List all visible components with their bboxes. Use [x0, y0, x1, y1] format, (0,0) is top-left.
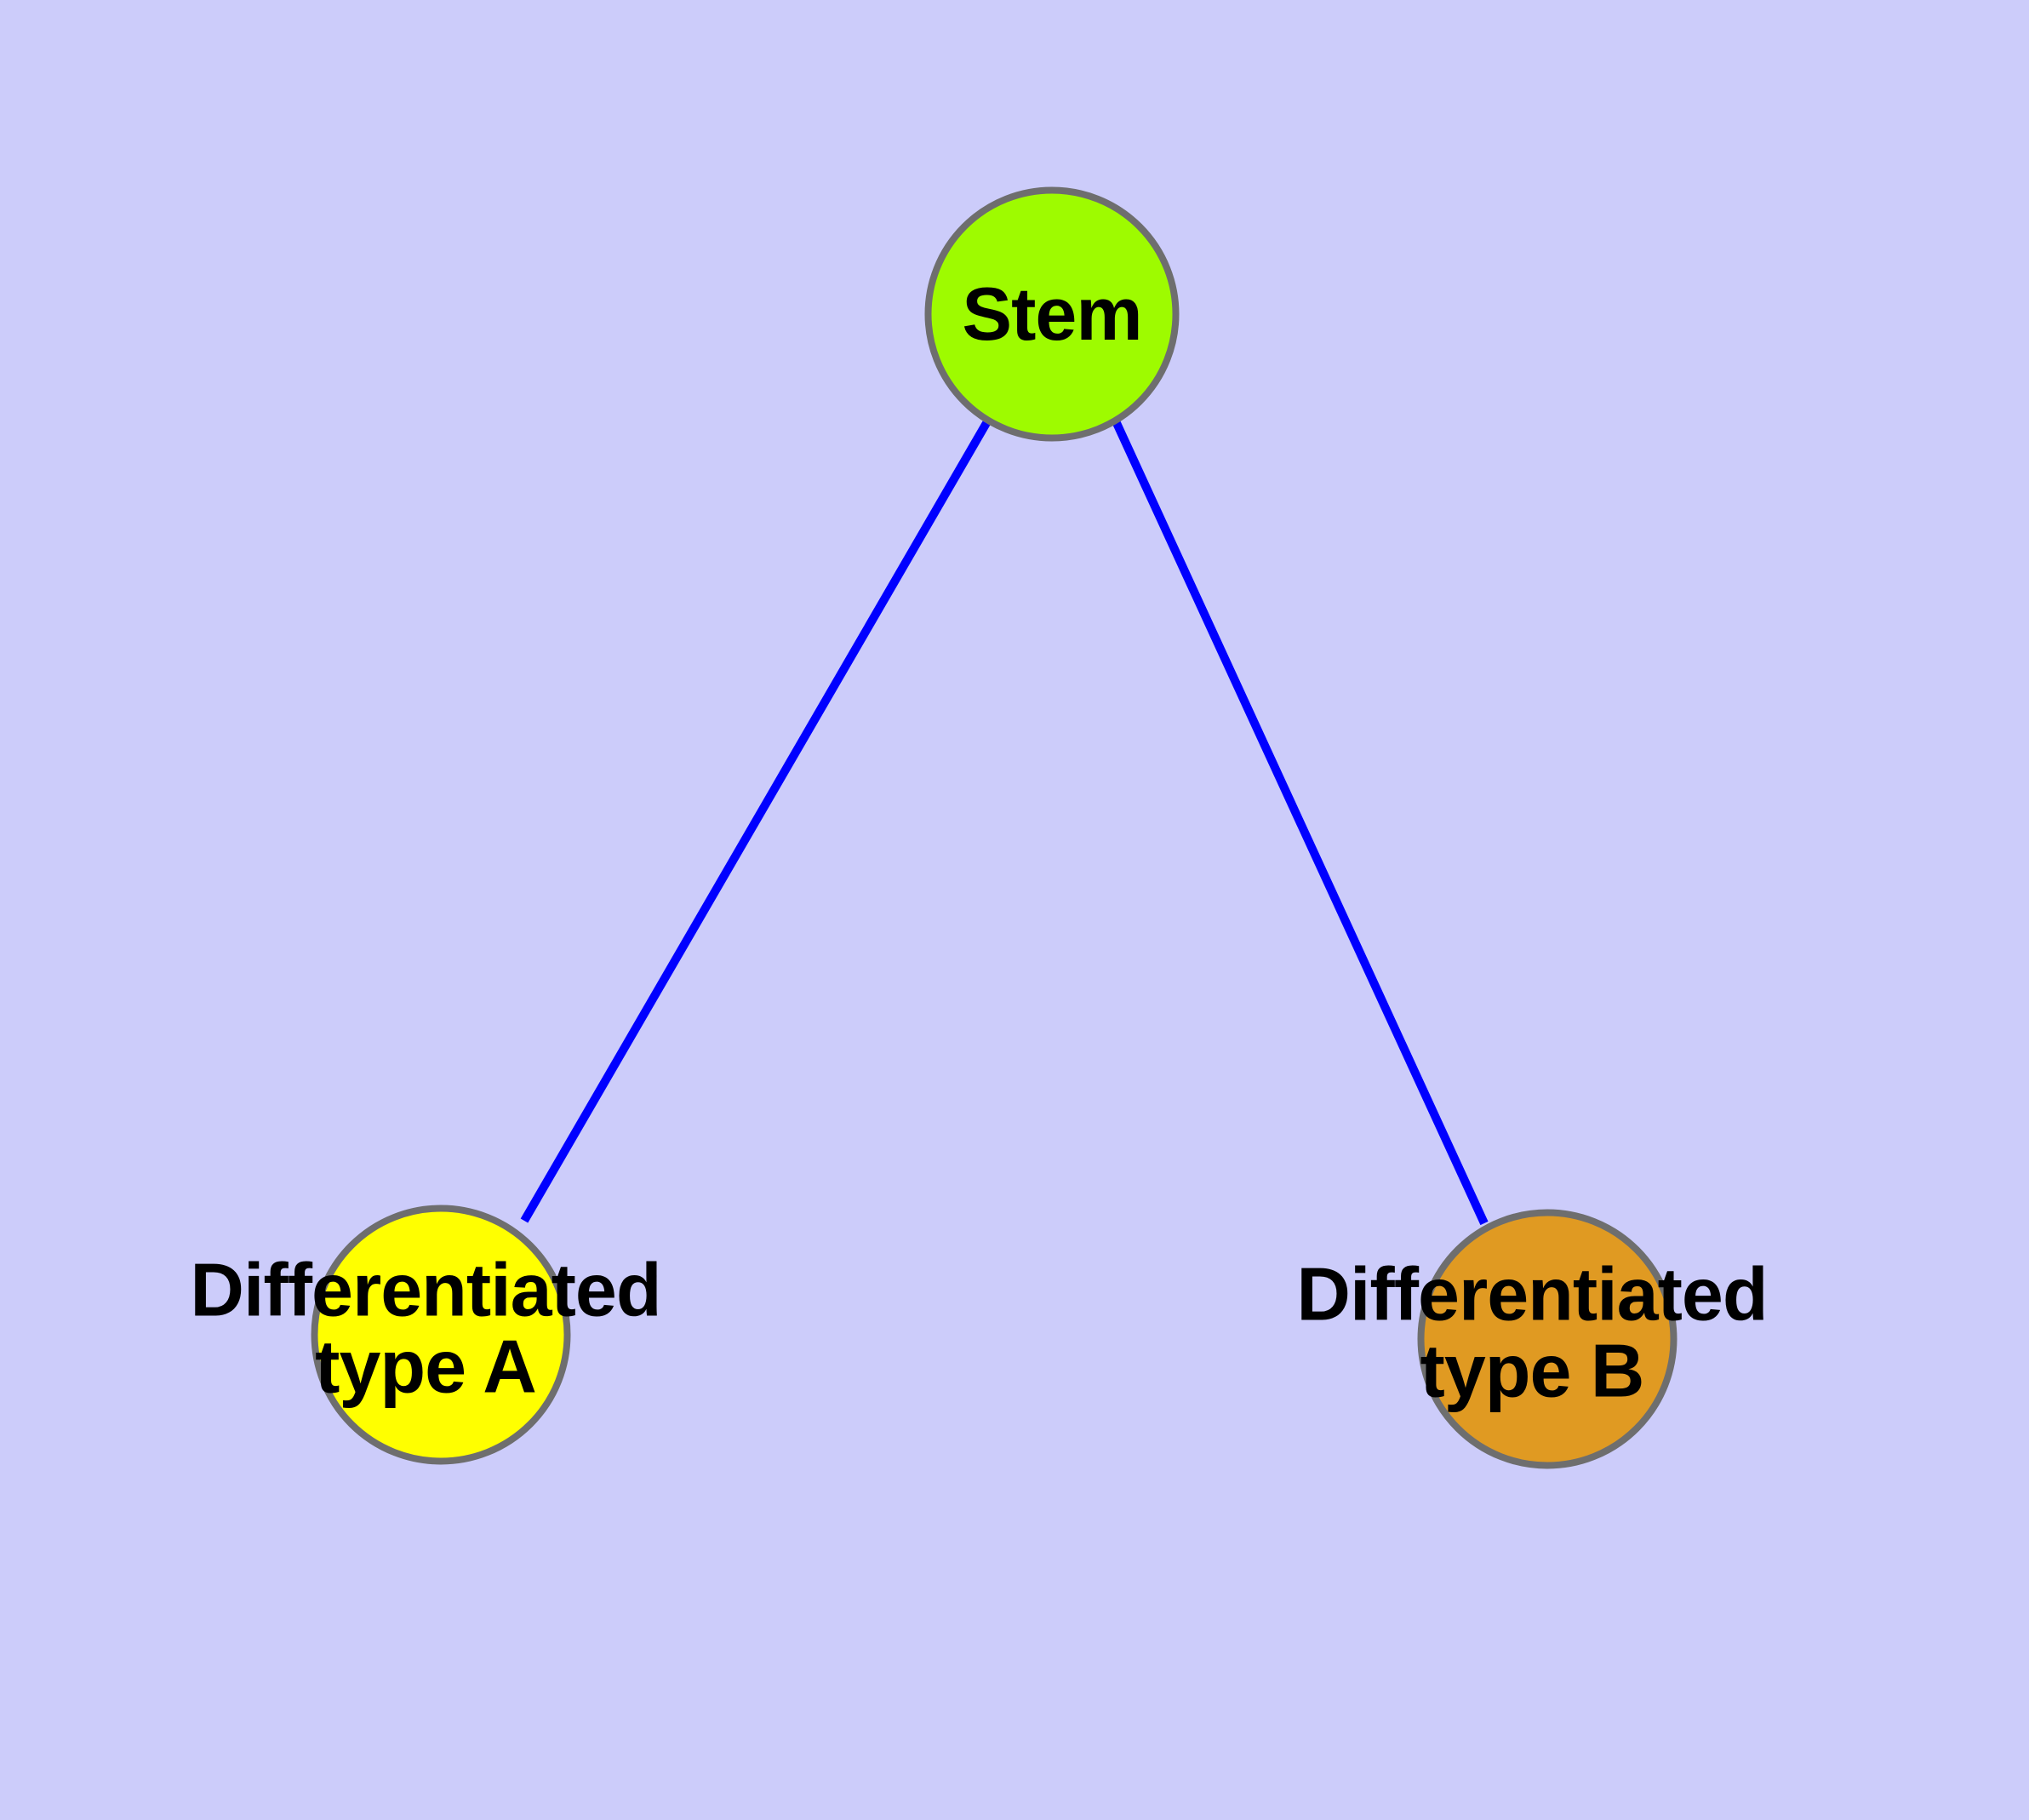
edge-stem-to-differentiated-type-a [520, 421, 991, 1223]
node-differentiated-type-a[interactable] [311, 1205, 571, 1465]
node-differentiated-type-b[interactable] [1417, 1209, 1677, 1469]
node-stem[interactable] [924, 186, 1180, 442]
edge-stem-to-differentiated-type-b [1112, 421, 1489, 1226]
